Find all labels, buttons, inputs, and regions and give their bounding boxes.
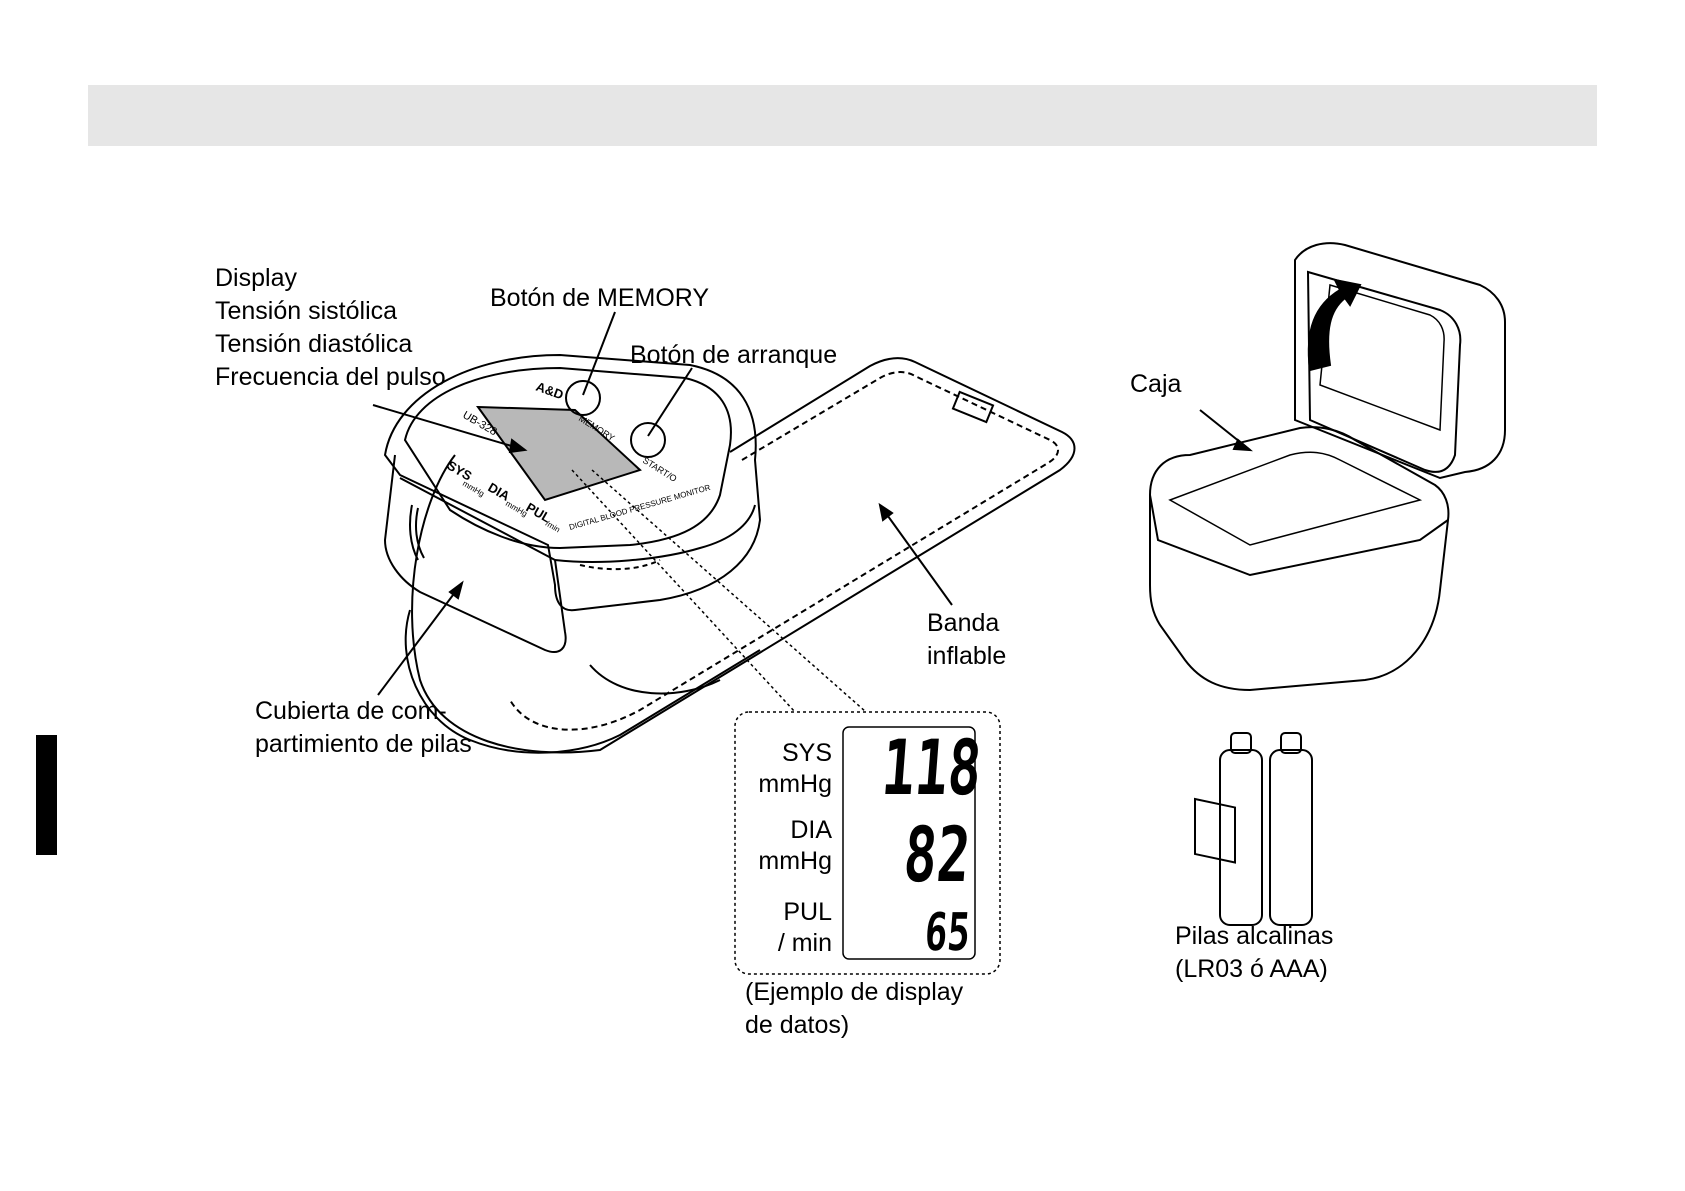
- body-groove: [579, 559, 661, 571]
- monitor-side-cover: [383, 454, 567, 653]
- label-batteries-line1: Pilas alcalinas: [1175, 922, 1334, 950]
- label-display-group: Display Tensión sistólica Tensión diastó…: [215, 262, 446, 394]
- arrow-cuff: [878, 502, 894, 522]
- label-cuff-line2: inflable: [927, 642, 1007, 670]
- readout-pul-unit: / min: [777, 929, 832, 957]
- battery-2-cap: [1280, 732, 1302, 754]
- device-pul-unit: /min: [544, 519, 562, 534]
- cuff-tab: [951, 390, 995, 424]
- zoom-lcd: [842, 726, 976, 960]
- label-example-line2: de datos): [745, 1011, 850, 1039]
- case-lid-inner: [1306, 270, 1462, 473]
- leader-display: [372, 404, 526, 451]
- label-battery-cover: Cubierta de com- partimiento de pilas: [255, 695, 472, 761]
- readout-sys-unit: mmHg: [758, 770, 832, 798]
- label-battery-cover-line1: Cubierta de com-: [255, 697, 447, 725]
- readout-dia-labels: DIA mmHg: [740, 815, 832, 877]
- leader-cover: [377, 582, 463, 696]
- label-systolic: Tensión sistólica: [215, 297, 398, 325]
- device-sys-unit: mmHg: [461, 479, 486, 499]
- header-bar: [88, 85, 1597, 146]
- cover-grip: [409, 504, 419, 561]
- label-cuff-line1: Banda: [927, 609, 1000, 637]
- side-tab-marker: [36, 735, 57, 855]
- label-example-line1: (Ejemplo de display: [745, 978, 964, 1006]
- cuff-loop: [404, 609, 761, 754]
- battery-1-body: [1219, 749, 1263, 926]
- readout-sys-labels: SYS mmHg: [740, 738, 832, 800]
- label-memory-button: Botón de MEMORY: [490, 284, 710, 312]
- readout-sys-value: 118: [878, 723, 985, 812]
- start-button-shape[interactable]: [630, 422, 666, 458]
- label-example-caption: (Ejemplo de display de datos): [745, 976, 963, 1042]
- label-battery-cover-line2: partimiento de pilas: [255, 730, 472, 758]
- leader-start: [647, 367, 693, 437]
- readout-dia-unit: mmHg: [758, 847, 832, 875]
- monitor-body: [383, 353, 762, 612]
- label-batteries: Pilas alcalinas (LR03 ó AAA): [1175, 920, 1333, 986]
- cuff-band: [411, 357, 1076, 754]
- device-start-label: START/O: [641, 455, 679, 484]
- label-pulse: Frecuencia del pulso: [215, 363, 446, 391]
- device-brand: A&D: [534, 379, 566, 403]
- label-display: Display: [215, 264, 297, 292]
- leader-memory: [582, 311, 616, 396]
- battery-1-cap: [1230, 732, 1252, 754]
- case-base-inner: [1168, 451, 1423, 546]
- device-lcd: [476, 405, 642, 502]
- zoom-line-1: [571, 469, 796, 713]
- case-lid-recess: [1319, 284, 1445, 432]
- device-sys-label: SYS: [445, 458, 475, 484]
- readout-pul-label: PUL: [783, 898, 832, 926]
- case-arrow: [1307, 278, 1362, 372]
- readout-pul-labels: PUL / min: [740, 897, 832, 959]
- arrow-display: [508, 438, 528, 454]
- monitor-front-edge: [554, 504, 756, 563]
- case-lid: [1294, 242, 1506, 480]
- label-start-button: Botón de arranque: [630, 341, 838, 369]
- cover-grip-2: [415, 507, 425, 559]
- readout-pul-value: 65: [922, 903, 973, 963]
- memory-button-shape[interactable]: [565, 380, 601, 416]
- cuff-loop-inner: [589, 664, 721, 695]
- readout-sys-label: SYS: [781, 739, 832, 767]
- case-latch: [1194, 797, 1236, 864]
- battery-2-body: [1269, 749, 1313, 926]
- case-base-rim: [1149, 494, 1449, 577]
- leader-cuff: [879, 504, 953, 606]
- label-batteries-line2: (LR03 ó AAA): [1175, 955, 1328, 983]
- cuff-inner-outline: [509, 371, 1059, 731]
- zoom-line-2: [591, 469, 867, 713]
- case-base: [1149, 426, 1450, 692]
- label-diastolic: Tensión diastólica: [215, 330, 413, 358]
- zoom-frame: [734, 711, 1001, 975]
- label-case: Caja: [1130, 370, 1182, 398]
- readout-dia-value: 82: [900, 810, 974, 899]
- label-cuff: Banda inflable: [927, 607, 1006, 673]
- arrow-cover: [448, 580, 464, 600]
- readout-dia-label: DIA: [790, 816, 832, 844]
